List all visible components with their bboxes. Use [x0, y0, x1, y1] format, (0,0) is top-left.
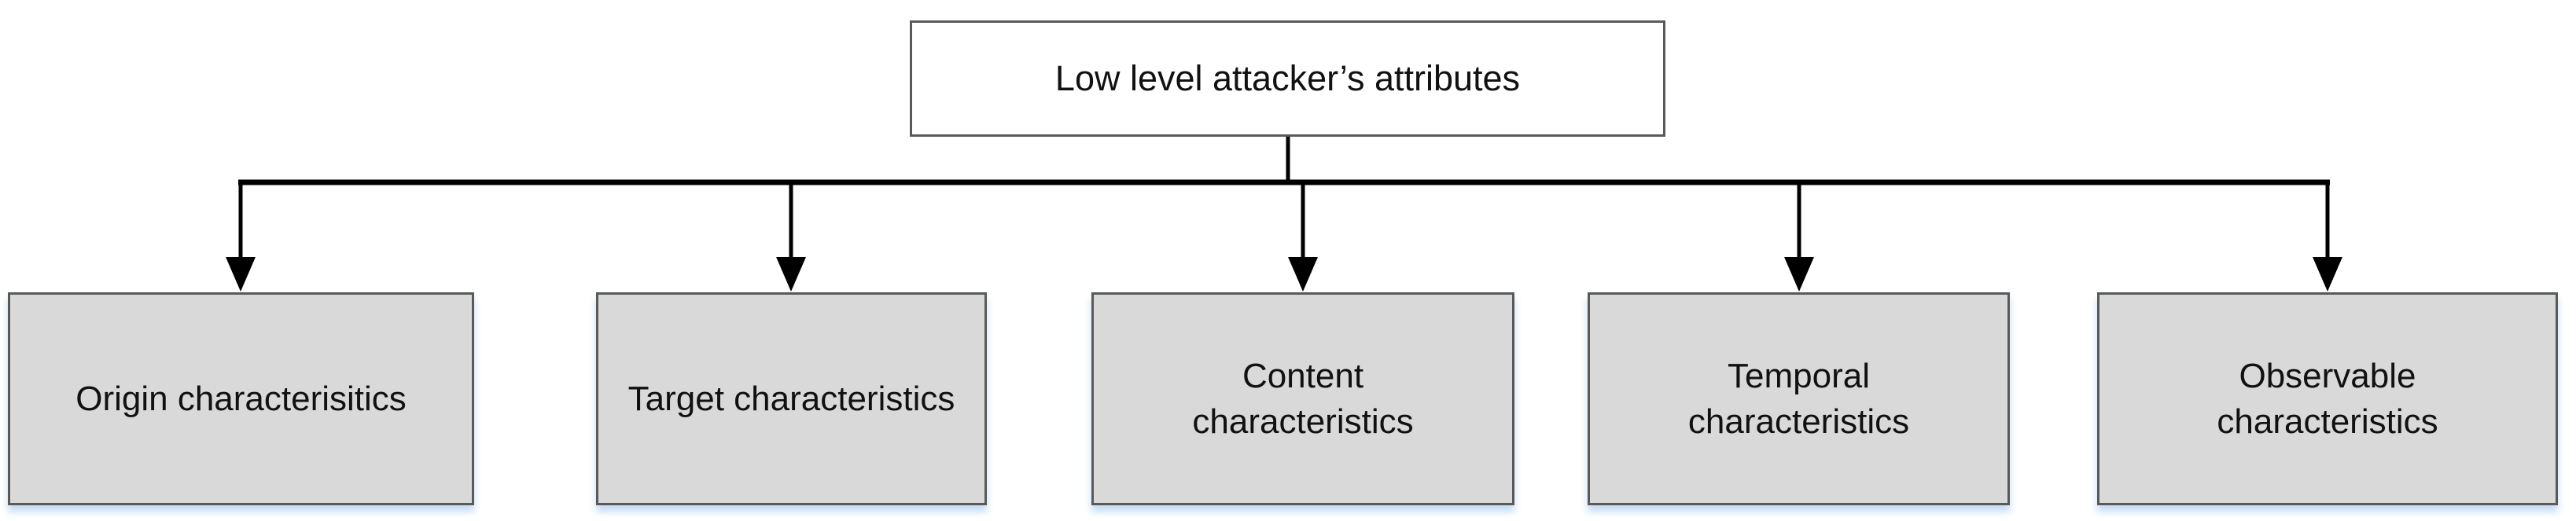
child-node-temporal: Temporal characteristics [1588, 292, 2010, 505]
child-node-temporal-label: Temporal characteristics [1687, 357, 1910, 441]
arrowhead-icon-origin [226, 257, 256, 292]
root-node: Low level attacker’s attributes [910, 20, 1665, 137]
child-node-observable-label: Observable characteristics [2217, 357, 2438, 441]
arrowhead-icon-observable [2313, 257, 2342, 292]
child-node-content-label: Content characteristics [1192, 357, 1414, 441]
arrowhead-icon-target [776, 257, 806, 292]
child-node-target: Target characteristics [596, 292, 987, 505]
child-node-origin-label: Origin characterisitics [75, 379, 407, 418]
child-node-target-label: Target characteristics [627, 379, 955, 418]
child-node-content: Content characteristics [1091, 292, 1514, 505]
root-node-label: Low level attacker’s attributes [1054, 58, 1521, 98]
arrowhead-icon-content [1288, 257, 1318, 292]
child-node-observable: Observable characteristics [2097, 292, 2558, 505]
arrowhead-icon-temporal [1784, 257, 1814, 292]
child-node-origin: Origin characterisitics [8, 292, 474, 505]
